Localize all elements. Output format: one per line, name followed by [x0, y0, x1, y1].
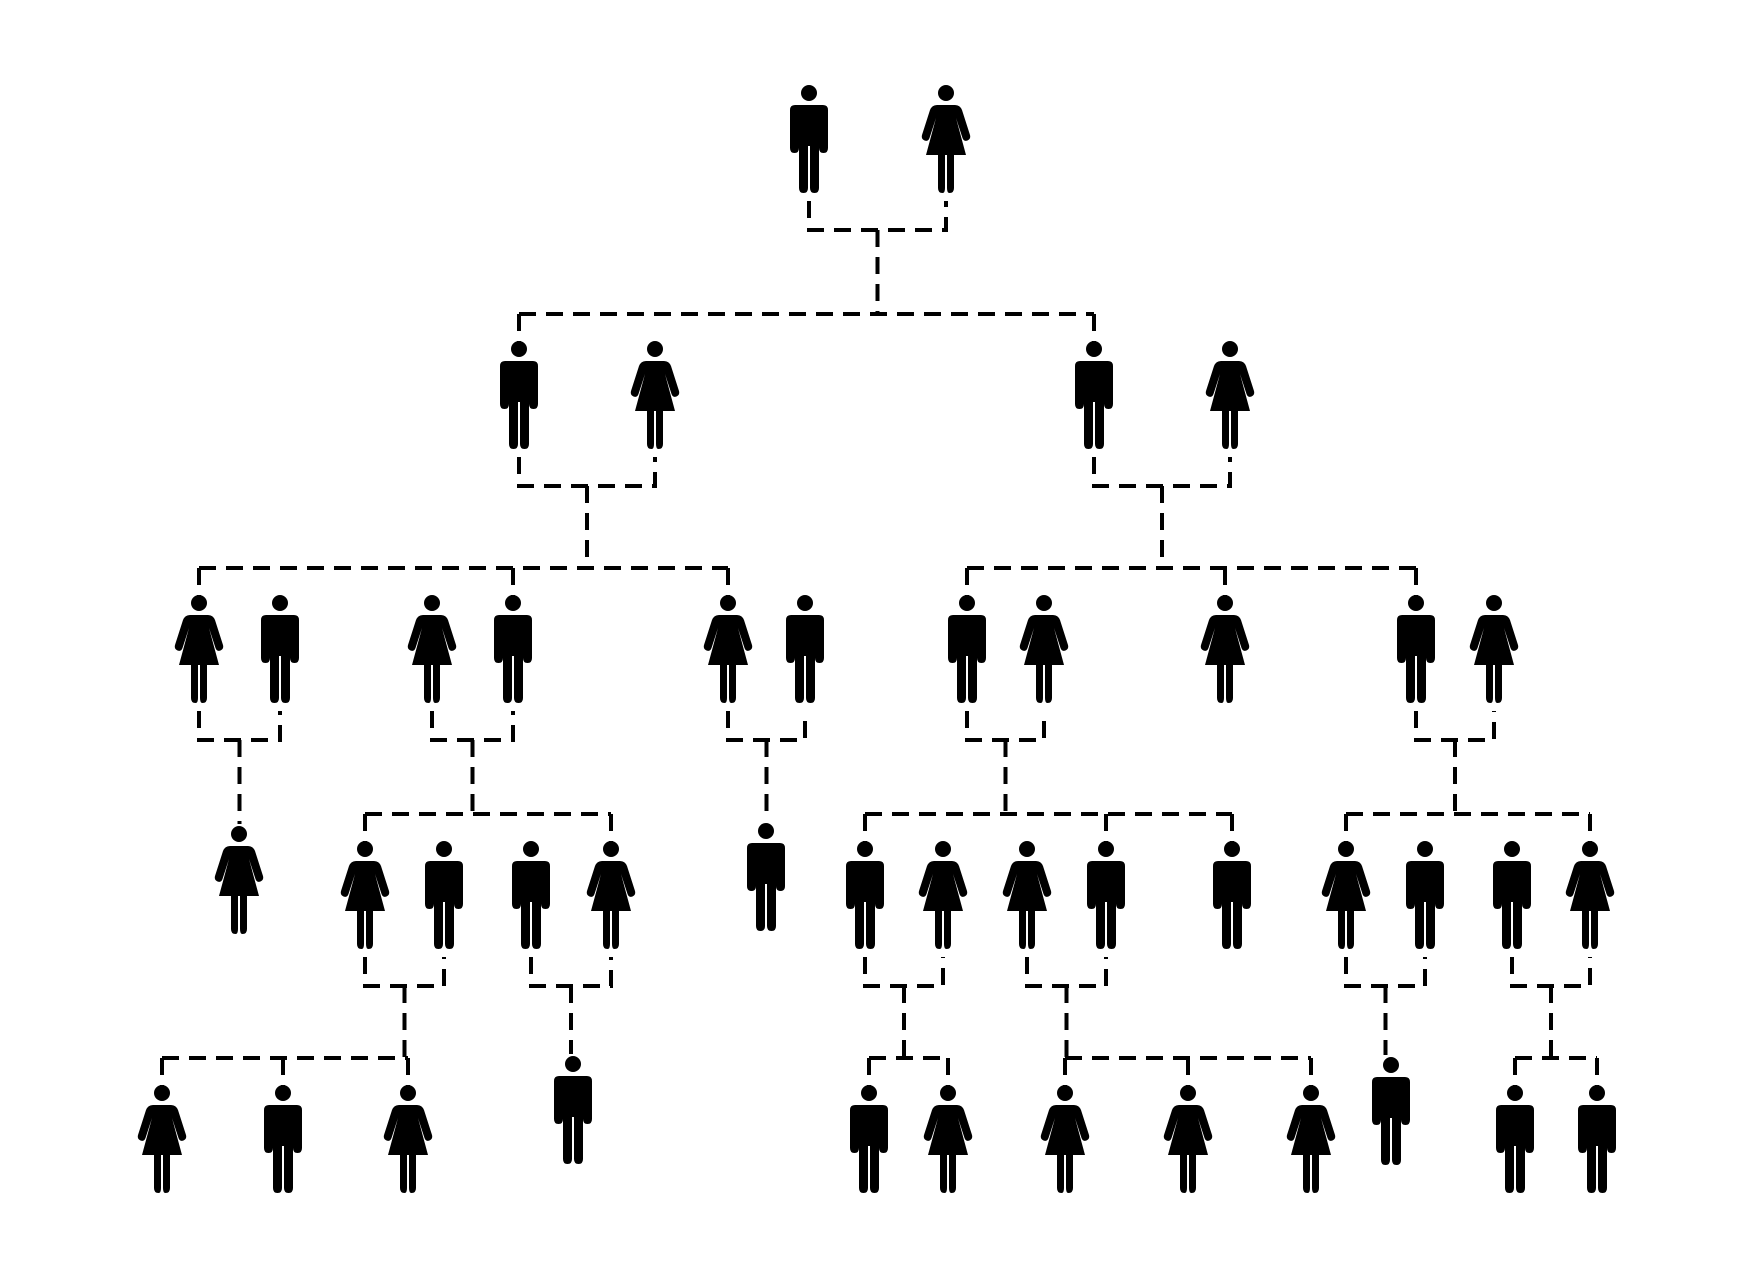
male-figure-icon: [261, 595, 299, 703]
couple-bracket: [1414, 711, 1496, 742]
male-figure-icon: [790, 85, 828, 193]
female-figure-icon: [918, 841, 968, 949]
couple-bracket: [807, 201, 948, 232]
couple-bracket: [1344, 957, 1427, 988]
male-figure-icon: [1075, 341, 1113, 449]
male-figure-icon: [512, 841, 550, 949]
female-figure-icon: [586, 841, 636, 949]
female-figure-icon: [630, 341, 680, 449]
female-figure-icon: [174, 595, 224, 703]
female-figure-icon: [407, 595, 457, 703]
connector-lines: [160, 201, 1599, 1091]
couple-bracket: [1092, 457, 1232, 488]
female-figure-icon: [1205, 341, 1255, 449]
female-figure-icon: [1321, 841, 1371, 949]
female-figure-icon: [1002, 841, 1052, 949]
male-figure-icon: [554, 1056, 592, 1164]
male-figure-icon: [1406, 841, 1444, 949]
couple-bracket: [1510, 957, 1592, 988]
male-figure-icon: [494, 595, 532, 703]
couple-bracket: [965, 711, 1046, 742]
female-figure-icon: [137, 1085, 187, 1193]
male-figure-icon: [425, 841, 463, 949]
male-figure-icon: [500, 341, 538, 449]
female-figure-icon: [703, 595, 753, 703]
male-figure-icon: [1578, 1085, 1616, 1193]
female-figure-icon: [1019, 595, 1069, 703]
couple-bracket: [517, 457, 657, 488]
couple-bracket: [430, 711, 515, 742]
couple-bracket: [726, 711, 807, 742]
female-figure-icon: [1565, 841, 1615, 949]
couple-bracket: [363, 957, 446, 988]
female-figure-icon: [1200, 595, 1250, 703]
female-figure-icon: [923, 1085, 973, 1193]
male-figure-icon: [786, 595, 824, 703]
male-figure-icon: [850, 1085, 888, 1193]
male-figure-icon: [1213, 841, 1251, 949]
male-figure-icon: [1397, 595, 1435, 703]
female-figure-icon: [1163, 1085, 1213, 1193]
female-figure-icon: [1469, 595, 1519, 703]
couple-bracket: [863, 957, 945, 988]
male-figure-icon: [1087, 841, 1125, 949]
male-figure-icon: [264, 1085, 302, 1193]
couple-bracket: [1025, 957, 1108, 988]
female-figure-icon: [214, 826, 264, 934]
people: [137, 85, 1616, 1193]
male-figure-icon: [1496, 1085, 1534, 1193]
male-figure-icon: [846, 841, 884, 949]
couple-bracket: [197, 711, 282, 742]
male-figure-icon: [747, 823, 785, 931]
female-figure-icon: [340, 841, 390, 949]
couple-bracket: [529, 957, 613, 988]
male-figure-icon: [1372, 1057, 1410, 1165]
female-figure-icon: [383, 1085, 433, 1193]
female-figure-icon: [921, 85, 971, 193]
male-figure-icon: [1493, 841, 1531, 949]
female-figure-icon: [1040, 1085, 1090, 1193]
female-figure-icon: [1286, 1085, 1336, 1193]
male-figure-icon: [948, 595, 986, 703]
